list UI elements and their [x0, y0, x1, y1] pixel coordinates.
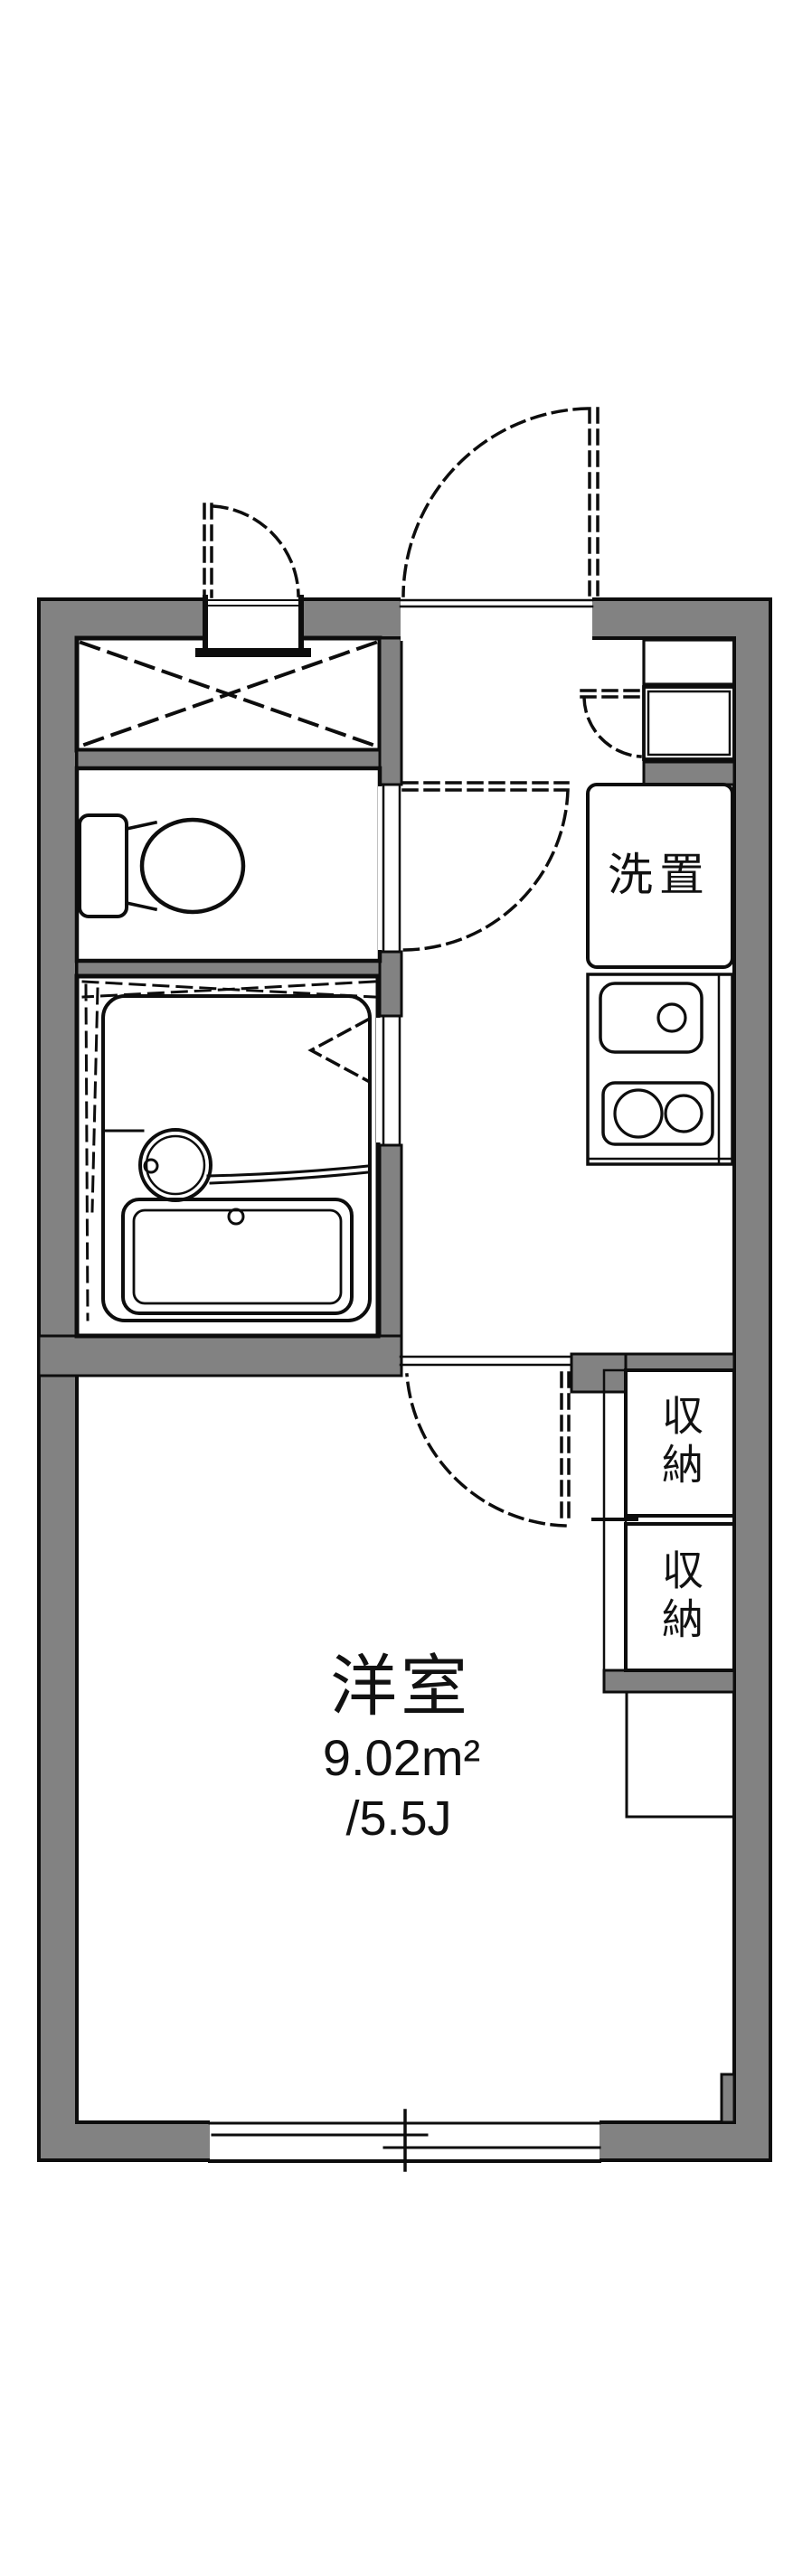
- interior-walls: [37, 636, 736, 2124]
- storage-upper-label: 収納: [656, 1394, 703, 1491]
- unit-bath-dashed-outline: [81, 980, 376, 1321]
- main-room-tatami: /5.5J: [345, 1791, 452, 1846]
- bathtub: [121, 1198, 354, 1315]
- room-door-arc: [405, 1371, 571, 1528]
- shoe-cabinet-door-arc: [580, 689, 645, 758]
- alcove-lines: [625, 1690, 736, 1819]
- washer-space-label: 洗置: [608, 850, 711, 900]
- meter-box-cross-icon: [79, 640, 378, 748]
- shoe-cabinet-top: [642, 638, 736, 686]
- storage-lower-label: 収納: [656, 1548, 703, 1646]
- outer-walls: [37, 597, 772, 2162]
- bathroom: [74, 973, 381, 1339]
- meter-box-door-frame: [204, 599, 301, 606]
- kitchen-counter: [586, 973, 734, 1166]
- toilet-room: [74, 766, 382, 964]
- entrance-opening: [401, 597, 592, 641]
- entrance-door-arc: [401, 407, 600, 597]
- washbasin-inner: [145, 1134, 206, 1196]
- washer-space: [586, 783, 734, 969]
- room-door-frame: [399, 1355, 573, 1367]
- toilet-door-arc: [401, 781, 570, 952]
- shower-pan: [101, 994, 372, 1322]
- bathroom-door-jamb-lines: [382, 1014, 401, 1146]
- washbasin-faucet: [143, 1158, 159, 1174]
- toilet-door-jamb-lines: [382, 783, 401, 954]
- main-room-name: 洋室: [330, 1649, 471, 1724]
- toilet-tank: [78, 813, 128, 918]
- shoe-cabinet: [642, 685, 736, 761]
- entrance-door-frame: [399, 598, 594, 608]
- stove-burner-right: [664, 1094, 703, 1133]
- shoe-cabinet-inner: [647, 690, 732, 757]
- kitchen-sink: [599, 982, 703, 1054]
- toilet-connector: [124, 820, 158, 912]
- washbasin: [138, 1128, 212, 1202]
- meter-box-door-opening: [203, 597, 304, 657]
- kitchen-stove: [601, 1081, 714, 1146]
- kitchen-faucet: [656, 1002, 687, 1033]
- bathtub-drain: [227, 1208, 245, 1226]
- toilet-bowl: [139, 817, 246, 915]
- main-room-area: 9.02m²: [322, 1729, 481, 1786]
- kitchen-counter-lines: [586, 973, 734, 1166]
- bathroom-folding-door: [307, 1017, 371, 1084]
- meter-box-door-arc: [203, 503, 300, 598]
- meter-box-door-jambs: [203, 595, 304, 656]
- stove-burner-left: [613, 1088, 664, 1139]
- bath-ledge-lines: [206, 1164, 370, 1185]
